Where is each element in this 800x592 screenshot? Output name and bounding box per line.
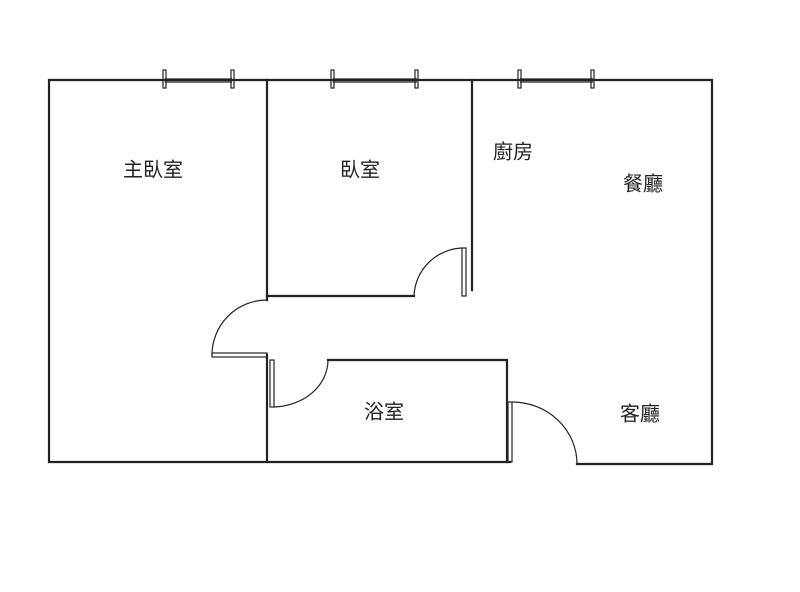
label-master-bedroom: 主臥室 [123,157,183,182]
window-bedroom [330,69,419,89]
door-bedroom [413,247,467,297]
window-master-bedroom [162,69,235,89]
door-entrance [507,401,578,465]
label-kitchen: 廚房 [493,139,533,164]
label-bedroom: 臥室 [340,157,380,182]
label-living-room: 客廳 [620,401,660,426]
label-dining-room: 餐廳 [623,171,663,196]
door-bathroom [269,359,329,408]
wall-bathroom [326,358,509,464]
label-bathroom: 浴室 [364,399,404,424]
door-master-bedroom [211,299,268,358]
window-kitchen [517,69,595,89]
outer-wall [47,78,714,466]
